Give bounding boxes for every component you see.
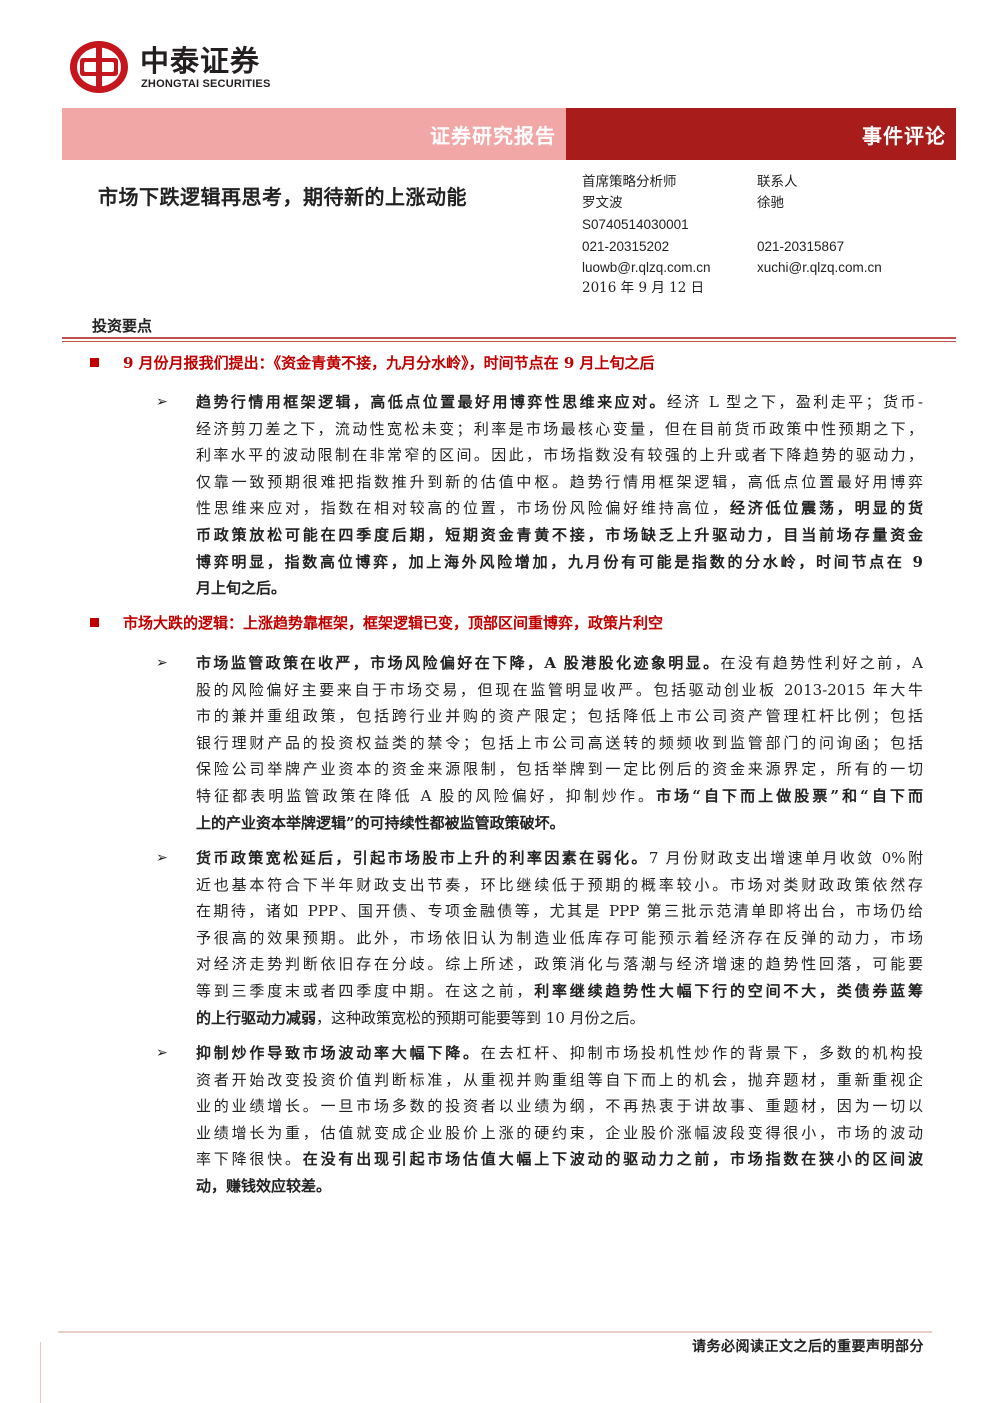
text-span: 性思维来应对，指数在相对较高的位置，市场份风险偏好维持高位， bbox=[196, 499, 730, 518]
analyst-info: 首席策略分析师 罗文波 S0740514030001 021-20315202 … bbox=[582, 172, 711, 299]
headline-1-text: 9 月份月报我们提出：《资金青黄不接，九月分水岭》，时间节点在 9 月上旬之后 bbox=[123, 354, 655, 372]
arrow-bullet-icon: ➢ bbox=[156, 1045, 168, 1061]
contact-info: 联系人 徐驰 021-20315867 xuchi@r.qlzq.com.cn bbox=[757, 172, 882, 278]
body-text-line: 等到三季度末或者四季度中期。在这之前，利率继续趋势性大幅下行的空间不大，类债券蓝… bbox=[196, 978, 923, 1005]
headline-2-text: 市场大跌的逻辑：上涨趋势靠框架，框架逻辑已变，顶部区间重博弈，政策片利空 bbox=[123, 614, 664, 632]
bold-text-span: 利率继续趋势性大幅下行的空间不大，类债券蓝筹 bbox=[534, 981, 923, 1000]
body-text-line: 保险公司举牌产业资本的资金来源限制，包括举牌到一定比例后的资金来源界定，所有的一… bbox=[196, 760, 923, 779]
banner-left-block: 证券研究报告 bbox=[62, 108, 566, 160]
contact-email[interactable]: xuchi@r.qlzq.com.cn bbox=[757, 259, 882, 275]
body-text-line: 业的业绩增长。一旦市场多数的投资者以业绩为纲，不再热衷于讲故事、重题材，因为一切… bbox=[196, 1097, 923, 1116]
section-divider bbox=[62, 337, 956, 339]
body-text-line: 动，赚钱效应较差。 bbox=[196, 1176, 332, 1195]
body-text-line: 抑制炒作导致市场波动率大幅下降。在去杠杆、抑制市场投机性炒作的背景下，多数的机构… bbox=[196, 1040, 923, 1067]
footer-disclaimer: 请务必阅读正文之后的重要声明部分 bbox=[692, 1339, 924, 1355]
headline-2: 市场大跌的逻辑：上涨趋势靠框架，框架逻辑已变，顶部区间重博弈，政策片利空 bbox=[90, 612, 663, 633]
section-title: 投资要点 bbox=[92, 317, 153, 335]
body-text-line: 月上旬之后。 bbox=[196, 579, 287, 598]
body-text-line: 业绩增长为重，估值就变成企业股价上涨的硬约束，企业股价涨幅波段变得很小，市场的波… bbox=[196, 1123, 923, 1142]
text-span: 率下降很快。 bbox=[196, 1150, 303, 1169]
body-text-line: 在期待，诸如 PPP、国开债、专项金融债等，尤其是 PPP 第三批示范清单即将出… bbox=[196, 902, 923, 921]
text-span: 特征都表明监管政策在降低 A 股的风险偏好，抑制炒作。 bbox=[196, 786, 657, 805]
body-text-line: 近也基本符合下半年财政支出节奏，环比继续低于预期的概率较小。市场对类财政政策依然… bbox=[196, 875, 923, 894]
arrow-bullet-icon: ➢ bbox=[156, 655, 168, 671]
analyst-email[interactable]: luowb@r.qlzq.com.cn bbox=[582, 259, 711, 275]
bold-text-span: 市场监管政策在收严，市场风险偏好在下降，A 股港股化迹象明显。 bbox=[196, 654, 721, 672]
contact-phone: 021-20315867 bbox=[757, 238, 845, 254]
body-text-line: 市场监管政策在收严，市场风险偏好在下降，A 股港股化迹象明显。在没有趋势性利好之… bbox=[196, 650, 923, 677]
text-span: 在去杠杆、抑制市场投机性炒作的背景下，多数的机构投 bbox=[480, 1044, 923, 1062]
body-text-line: 予很高的效果预期。此外，市场依旧认为制造业低库存可能预示着经济存在反弹的动力，市… bbox=[196, 928, 923, 947]
body-text-line: 资者开始改变投资价值判断标准，从重视并购重组等自下而上的机会，抛弃题材，重新重视… bbox=[196, 1070, 923, 1089]
body-text-line: 特征都表明监管政策在降低 A 股的风险偏好，抑制炒作。市场“自下而上做股票”和“… bbox=[196, 783, 923, 810]
bold-text-span: 市场“自下而上做股票”和“自下而 bbox=[656, 786, 923, 805]
analyst-name: 罗文波 bbox=[582, 195, 623, 212]
body-text-line: 仅靠一致预期很难把指数推升到新的估值中枢。趋势行情用框架逻辑，高低点位置最好用博… bbox=[196, 472, 923, 491]
body-text-line: 币政策放松可能在四季度后期，短期资金青黄不接，市场缺乏上升驱动力，目当前场存量资… bbox=[196, 525, 923, 544]
banner-category-label: 事件评论 bbox=[862, 124, 946, 148]
analyst-phone: 021-20315202 bbox=[582, 238, 670, 254]
bold-text-span: 经济低位震荡，明显的货 bbox=[729, 499, 923, 518]
contact-role: 联系人 bbox=[757, 174, 798, 190]
report-type-banner: 证券研究报告 事件评论 bbox=[62, 108, 956, 160]
banner-report-label: 证券研究报告 bbox=[430, 124, 556, 148]
banner-right-block: 事件评论 bbox=[566, 108, 956, 160]
square-bullet-icon bbox=[90, 618, 99, 627]
body-text-line: 银行理财产品的投资权益类的禁令；包括上市公司高送转的频频收到监管部门的问询函；包… bbox=[196, 733, 923, 752]
arrow-bullet-icon: ➢ bbox=[156, 394, 168, 410]
text-span: 等到三季度末或者四季度中期。在这之前， bbox=[196, 981, 535, 1000]
bold-text-span: 趋势行情用框架逻辑，高低点位置最好用博弈性思维来应对。 bbox=[196, 393, 667, 411]
body-text-line: 货币政策宽松延后，引起市场股市上升的利率因素在弱化。7 月份财政支出增速单月收敛… bbox=[196, 845, 923, 872]
body-text-line: 的上行驱动力减弱，这种政策宽松的预期可能要等到 10 月份之后。 bbox=[196, 1005, 923, 1032]
body-text-line: 对经济走势判断依旧存在分歧。综上所述，政策消化与落潮与经济增速的趋势性回落，可能… bbox=[196, 955, 923, 974]
body-text-line: 趋势行情用框架逻辑，高低点位置最好用博弈性思维来应对。经济 L 型之下，盈利走平… bbox=[196, 389, 923, 416]
body-text-line: 率下降很快。在没有出现引起市场估值大幅上下波动的驱动力之前，市场指数在狭小的区间… bbox=[196, 1146, 923, 1173]
body-text-line: 市的兼并重组政策，包括跨行业并购的资产限定；包括降低上市公司资产管理杠杆比例；包… bbox=[196, 707, 923, 726]
page-margin-rule bbox=[40, 1342, 41, 1403]
company-logo: 中泰证券 ZHONGTAI SECURITIES bbox=[68, 36, 308, 98]
analyst-role: 首席策略分析师 bbox=[582, 174, 677, 190]
bold-text-span: 在没有出现引起市场估值大幅上下波动的驱动力之前，市场指数在狭小的区间波 bbox=[302, 1150, 923, 1169]
contact-name: 徐驰 bbox=[757, 195, 784, 212]
text-span: 经济 L 型之下，盈利走平；货币- bbox=[666, 393, 923, 411]
section-header: 投资要点 bbox=[62, 307, 956, 342]
section-divider-thin bbox=[62, 341, 956, 342]
body-text-line: 上的产业资本举牌逻辑”的可持续性都被监管政策破坏。 bbox=[196, 813, 565, 832]
bold-text-span: 抑制炒作导致市场波动率大幅下降。 bbox=[196, 1044, 481, 1062]
report-date: 2016 年 9 月 12 日 bbox=[582, 279, 705, 296]
square-bullet-icon bbox=[90, 358, 99, 367]
report-title: 市场下跌逻辑再思考，期待新的上涨动能 bbox=[98, 185, 467, 209]
headline-1: 9 月份月报我们提出：《资金青黄不接，九月分水岭》，时间节点在 9 月上旬之后 bbox=[90, 352, 655, 373]
bold-text-span: 货币政策宽松延后，引起市场股市上升的利率因素在弱化。 bbox=[196, 849, 649, 867]
logo-english-name: ZHONGTAI SECURITIES bbox=[141, 78, 271, 90]
logo-chinese-name: 中泰证券 bbox=[140, 44, 261, 78]
body-text-line: 博弈明显，指数高位博弈，加上海外风险增加，九月份有可能是指数的分水岭，时间节点在… bbox=[196, 552, 923, 571]
body-text-line: 股的风险偏好主要来自于市场交易，但现在监管明显收严。包括驱动创业板 2013-2… bbox=[196, 680, 923, 699]
body-text-line: 经济剪刀差之下，流动性宽松未变；利率是市场最核心变量，但在目前货币政策中性预期之… bbox=[196, 419, 923, 438]
arrow-bullet-icon: ➢ bbox=[156, 850, 168, 866]
text-span: 在没有趋势性利好之前，A bbox=[720, 654, 923, 672]
analyst-cert: S0740514030001 bbox=[582, 217, 689, 233]
footer-divider bbox=[58, 1331, 932, 1333]
text-span: ，这种政策宽松的预期可能要等到 10 月份之后。 bbox=[316, 1008, 645, 1027]
body-text-line: 性思维来应对，指数在相对较高的位置，市场份风险偏好维持高位，经济低位震荡，明显的… bbox=[196, 495, 923, 522]
contact-spacer bbox=[757, 214, 882, 235]
text-span: 7 月份财政支出增速单月收敛 0%附 bbox=[648, 849, 923, 867]
bold-text-span: 的上行驱动力减弱 bbox=[196, 1008, 317, 1027]
zhongtai-logo-icon bbox=[70, 41, 128, 93]
body-text-line: 利率水平的波动限制在非常窄的区间。因此，市场指数没有较强的上升或者下降趋势的驱动… bbox=[196, 446, 923, 465]
